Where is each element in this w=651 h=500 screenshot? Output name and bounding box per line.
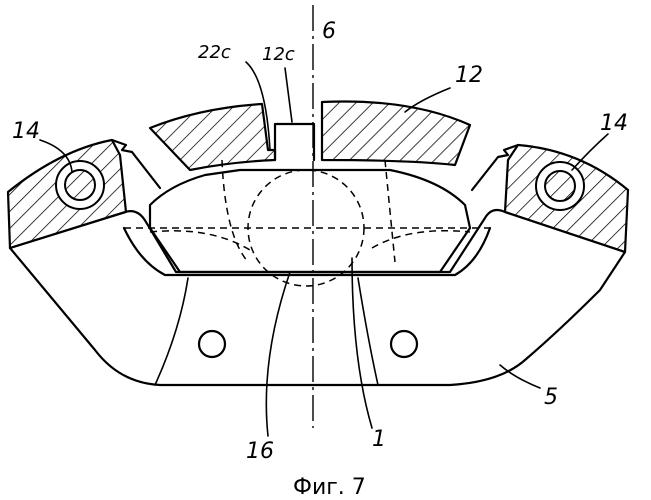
- bracket-left-inner-line: [155, 278, 188, 385]
- leader-16: [266, 272, 290, 436]
- hidden-line-right: [385, 160, 395, 262]
- center-tab-12c: [275, 124, 314, 160]
- carrier-bracket-outline: [10, 210, 625, 385]
- hidden-line-left-curve: [150, 231, 250, 250]
- bracket-right-inner-line: [358, 278, 378, 385]
- bracket-hole-right: [391, 331, 417, 357]
- label-12: 12: [455, 63, 483, 88]
- hidden-line-right-curve: [372, 231, 470, 248]
- leader-5: [500, 365, 540, 388]
- brake-pad-inner-edge: [124, 228, 490, 275]
- pad-lining-right: [322, 101, 470, 165]
- label-12c: 12c: [262, 44, 295, 65]
- leader-12c: [285, 68, 292, 122]
- label-5: 5: [544, 385, 558, 410]
- brake-pad-backing-plate: [150, 170, 470, 272]
- pad-lining-left: [150, 104, 275, 170]
- label-22c: 22c: [198, 42, 231, 63]
- bracket-hole-left: [199, 331, 225, 357]
- label-16: 16: [246, 439, 274, 464]
- label-axis-6: 6: [322, 19, 336, 44]
- label-1: 1: [372, 427, 386, 452]
- bolt-left-inner: [65, 170, 95, 200]
- figure-caption: Фиг. 7: [293, 475, 366, 500]
- label-14-right: 14: [600, 111, 628, 136]
- label-14-left: 14: [12, 119, 40, 144]
- bolt-right-inner: [545, 171, 575, 201]
